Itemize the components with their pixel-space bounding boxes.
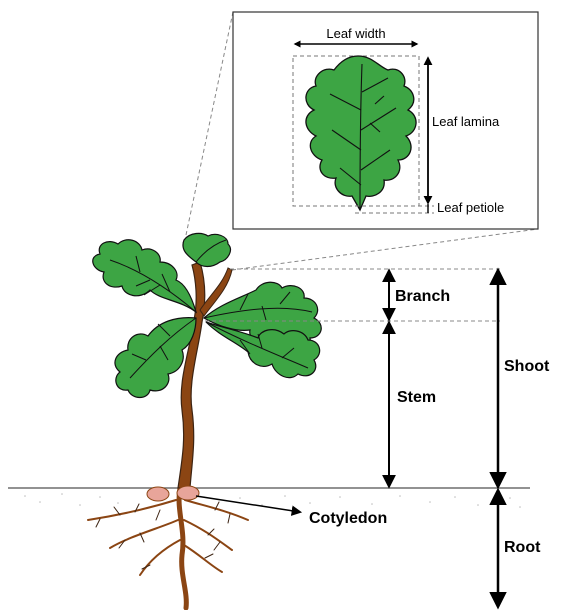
cotyledon-label: Cotyledon (309, 510, 387, 527)
roots (88, 488, 248, 608)
leaf-petiole-label: Leaf petiole (437, 200, 504, 215)
leaf-width-label: Leaf width (326, 26, 385, 41)
plant-leaves (93, 233, 321, 397)
leaf-lamina-label: Leaf lamina (432, 114, 500, 129)
stem-label: Stem (397, 389, 436, 406)
shoot-label: Shoot (504, 358, 550, 375)
ground (8, 488, 530, 508)
cotyledon-pointer (196, 496, 300, 512)
root-label: Root (504, 539, 541, 556)
branch-label: Branch (395, 288, 450, 305)
